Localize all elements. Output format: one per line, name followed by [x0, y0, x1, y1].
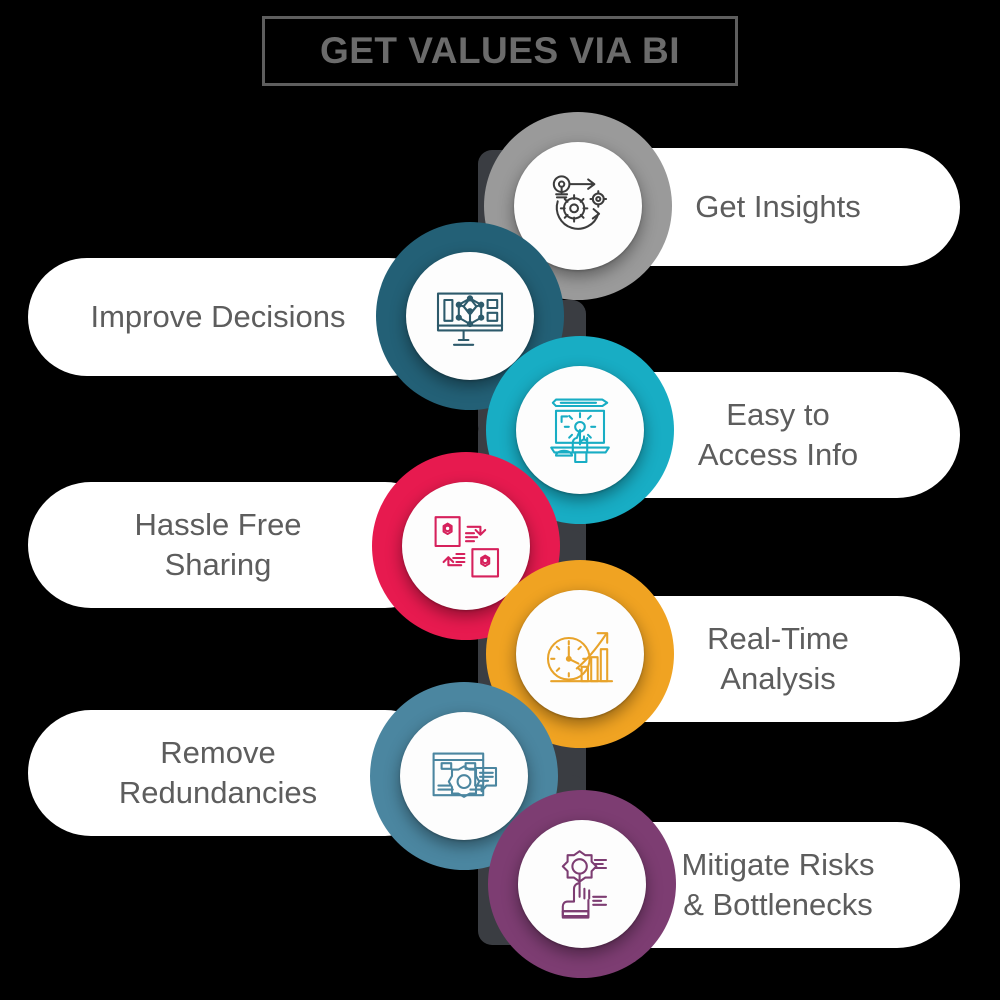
node-mitigate-risks[interactable]: [488, 790, 676, 978]
pill-label-easy-access-info: Easy to Access Info: [697, 397, 859, 472]
node-inner-mitigate-risks: [518, 820, 646, 948]
title-box: GET VALUES VIA BI: [262, 16, 738, 86]
node-remove-redundancies[interactable]: [370, 682, 558, 870]
pill-label-mitigate-risks: Mitigate Risks & Bottlenecks: [681, 847, 875, 922]
node-inner-remove-redundancies: [400, 712, 528, 840]
clock-barchart-icon: [540, 614, 620, 694]
insight-gear-arrow-icon: [539, 167, 617, 245]
hand-bulb-badge-icon: [542, 844, 622, 924]
node-inner-improve-decisions: [406, 252, 534, 380]
monitor-network-icon: [430, 276, 510, 356]
pill-label-hassle-free-sharing: Hassle Free Sharing: [134, 507, 302, 582]
node-inner-hassle-free-sharing: [402, 482, 530, 610]
node-inner-real-time-analysis: [516, 590, 644, 718]
pill-label-real-time-analysis: Real-Time Analysis: [707, 621, 849, 696]
document-exchange-icon: [426, 506, 506, 586]
page-title: GET VALUES VIA BI: [319, 30, 681, 71]
pill-label-get-insights: Get Insights: [695, 189, 861, 225]
document-gear-chat-icon: [424, 736, 504, 816]
node-inner-easy-access-info: [516, 366, 644, 494]
pill-label-improve-decisions: Improve Decisions: [90, 299, 346, 335]
touchscreen-hand-icon: [540, 390, 620, 470]
pill-label-remove-redundancies: Remove Redundancies: [118, 735, 318, 810]
